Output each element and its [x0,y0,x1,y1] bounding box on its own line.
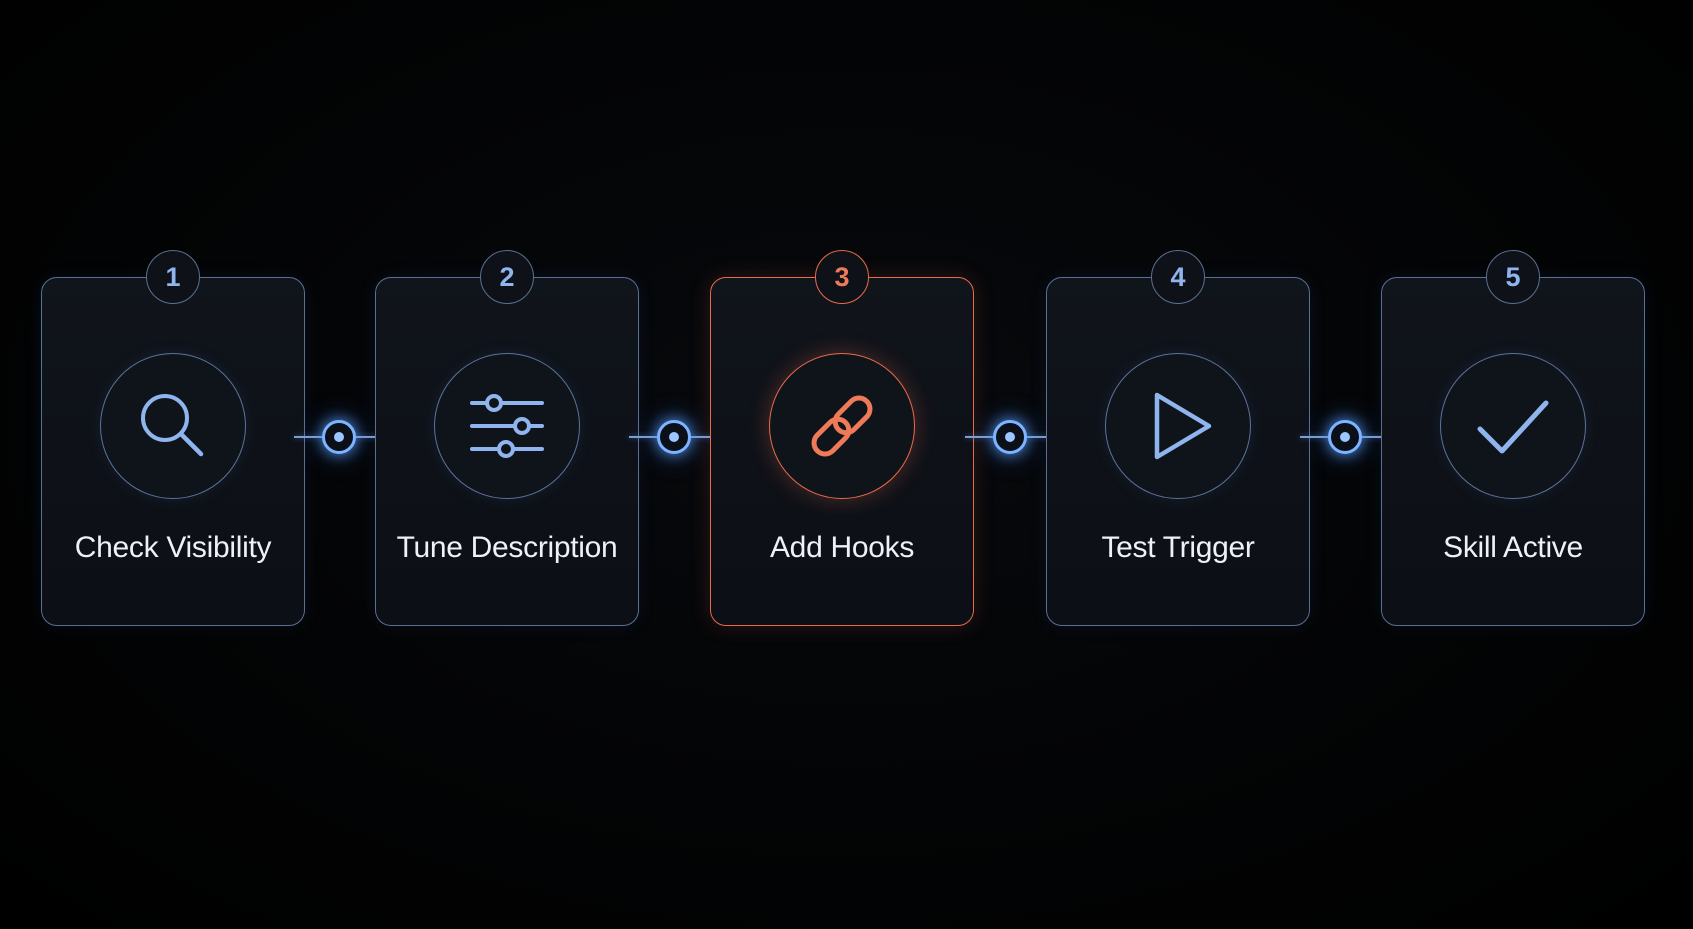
step-number-badge: 4 [1151,250,1205,304]
link-icon [811,395,873,457]
step-number-badge: 2 [480,250,534,304]
step-connector [1300,420,1390,454]
connector-node [322,420,356,454]
step-icon-ring [100,353,246,499]
sliders-icon [470,394,544,458]
step-icon-ring [1105,353,1251,499]
step-card-test-trigger: 4 Test Trigger [1046,250,1310,626]
step-card-tune-description: 2 Tune Description [375,250,639,626]
step-number-badge: 5 [1486,250,1540,304]
step-label: Skill Active [1443,531,1583,564]
step-card-check-visibility: 1 Check Visibility [41,250,305,626]
check-icon [1477,400,1549,454]
step-number-badge: 1 [146,250,200,304]
step-label: Test Trigger [1101,531,1255,564]
connector-node [657,420,691,454]
step-card-skill-active: 5 Skill Active [1381,250,1645,626]
step-number-badge: 3 [815,250,869,304]
step-label: Tune Description [396,531,618,564]
search-icon [141,394,204,457]
step-connector [294,420,384,454]
step-label: Add Hooks [769,531,915,564]
step-card-add-hooks: 3 Add Hooks [710,250,974,626]
step-icon-ring [1440,353,1586,499]
connector-node [993,420,1027,454]
play-icon [1154,392,1212,460]
step-icon-ring [769,353,915,499]
step-connector [629,420,719,454]
step-icon-ring [434,353,580,499]
step-label: Check Visibility [74,531,272,564]
connector-node [1328,420,1362,454]
step-connector [965,420,1055,454]
